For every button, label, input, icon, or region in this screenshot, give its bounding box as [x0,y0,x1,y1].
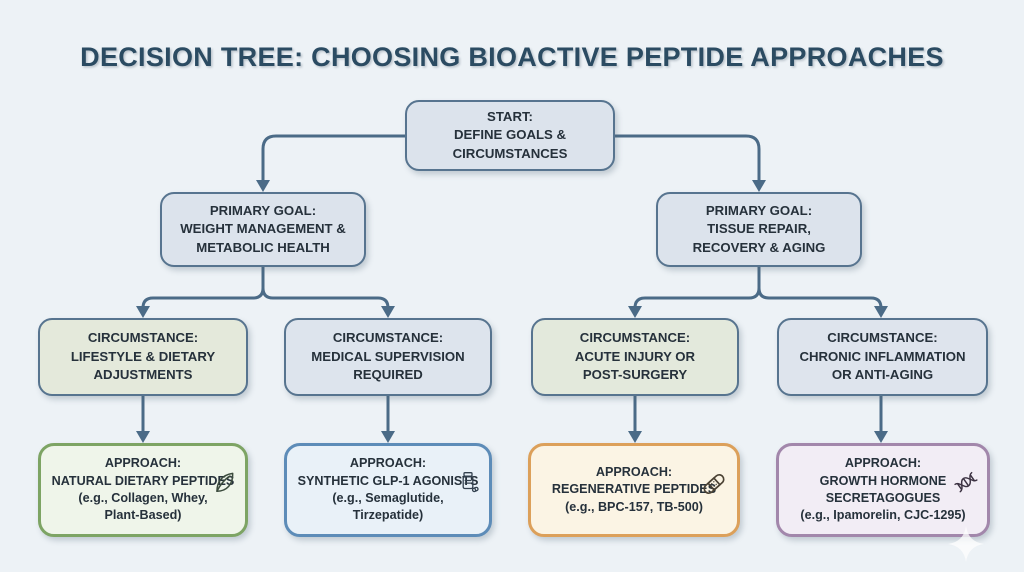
pill-bottle-icon [457,452,481,500]
approach-glp1-node: APPROACH: SYNTHETIC GLP-1 AGONISTS (e.g.… [284,443,492,537]
circumstance-chronic-label: CIRCUMSTANCE: CHRONIC INFLAMMATION OR AN… [799,330,966,383]
approach-gh-node: APPROACH: GROWTH HORMONE SECRETAGOGUES (… [776,443,990,537]
approach-regenerative-label: APPROACH: REGENERATIVE PEPTIDES (e.g., B… [551,464,717,514]
goal-tissue-node: PRIMARY GOAL: TISSUE REPAIR, RECOVERY & … [656,192,862,267]
sparkle-watermark [948,526,984,562]
approach-natural-node: APPROACH: NATURAL DIETARY PEPTIDES (e.g.… [38,443,248,537]
start-node: START: DEFINE GOALS & CIRCUMSTANCES [405,100,615,171]
approach-natural-label: APPROACH: NATURAL DIETARY PEPTIDES (e.g.… [51,456,235,523]
bandage-icon [699,452,729,505]
circumstance-injury-label: CIRCUMSTANCE: ACUTE INJURY OR POST-SURGE… [574,330,696,383]
leaf-icon [211,452,237,501]
goal-tissue-label: PRIMARY GOAL: TISSUE REPAIR, RECOVERY & … [692,202,826,255]
circumstance-lifestyle-node: CIRCUMSTANCE: LIFESTYLE & DIETARY ADJUST… [38,318,248,396]
goal-weight-node: PRIMARY GOAL: WEIGHT MANAGEMENT & METABO… [160,192,366,267]
circumstance-lifestyle-label: CIRCUMSTANCE: LIFESTYLE & DIETARY ADJUST… [70,330,216,383]
approach-glp1-label: APPROACH: SYNTHETIC GLP-1 AGONISTS (e.g.… [297,456,479,523]
circumstance-medical-node: CIRCUMSTANCE: MEDICAL SUPERVISION REQUIR… [284,318,492,396]
page-title: DECISION TREE: CHOOSING BIOACTIVE PEPTID… [80,42,944,72]
approach-gh-label: APPROACH: GROWTH HORMONE SECRETAGOGUES (… [800,456,966,523]
circumstance-injury-node: CIRCUMSTANCE: ACUTE INJURY OR POST-SURGE… [531,318,739,396]
circumstance-medical-label: CIRCUMSTANCE: MEDICAL SUPERVISION REQUIR… [311,330,465,383]
dna-icon [952,452,979,502]
circumstance-chronic-node: CIRCUMSTANCE: CHRONIC INFLAMMATION OR AN… [777,318,988,396]
approach-regenerative-node: APPROACH: REGENERATIVE PEPTIDES (e.g., B… [528,443,740,537]
start-node-label: START: DEFINE GOALS & CIRCUMSTANCES [452,108,568,161]
goal-weight-label: PRIMARY GOAL: WEIGHT MANAGEMENT & METABO… [180,202,346,255]
